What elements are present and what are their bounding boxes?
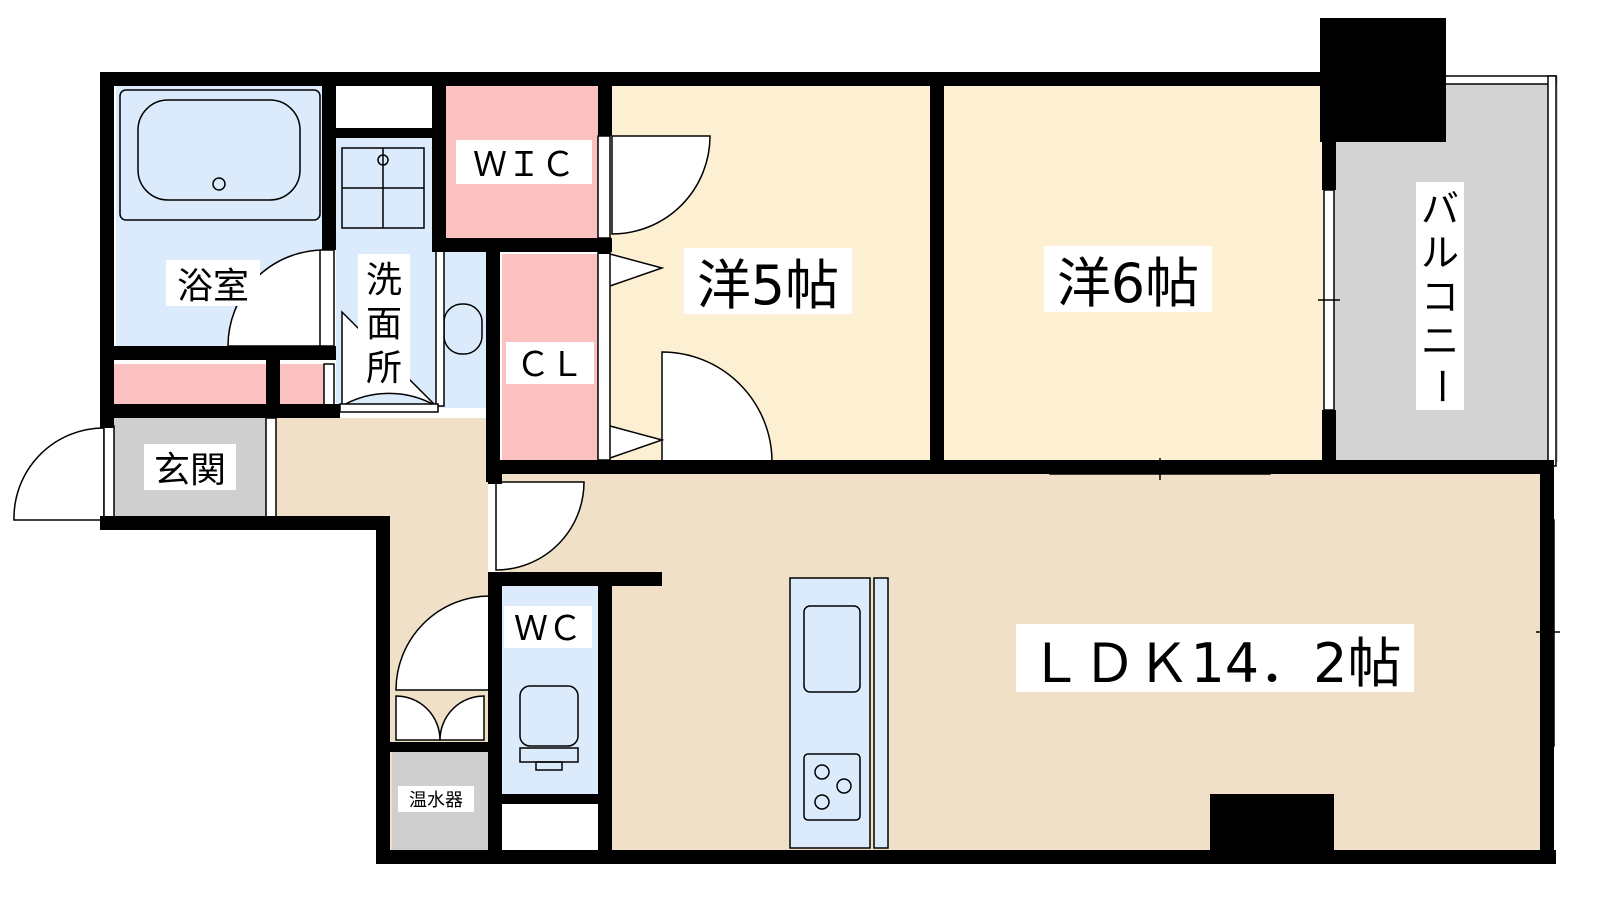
bathtub-inner-icon bbox=[137, 99, 301, 201]
balcony-label: バ ル コ ニ ー bbox=[1416, 182, 1464, 410]
wall-entrance-bottom bbox=[100, 516, 390, 530]
entrance-sash bbox=[103, 425, 115, 519]
svg-text:洋6帖: 洋6帖 bbox=[1057, 252, 1199, 315]
cl-door-top-icon bbox=[609, 253, 665, 287]
wall-wc-top bbox=[488, 572, 662, 586]
walls bbox=[100, 18, 1556, 864]
bath-drain-icon bbox=[212, 177, 226, 191]
bedroom5-door-icon bbox=[661, 351, 773, 463]
svg-text:ー: ー bbox=[1419, 367, 1463, 405]
storage-small-area bbox=[280, 364, 324, 406]
storage-strip-area bbox=[112, 364, 268, 406]
svg-text:バ: バ bbox=[1421, 187, 1459, 231]
wic-door-icon bbox=[611, 135, 711, 235]
washroom-label: 洗 面 所 bbox=[358, 254, 410, 389]
wall-wc-right bbox=[598, 586, 612, 864]
balcony-rail bbox=[1443, 75, 1557, 85]
cl-door-bottom-icon bbox=[609, 425, 665, 459]
washroom-sash bbox=[319, 249, 335, 347]
doors bbox=[13, 135, 773, 741]
bathtub-icon bbox=[119, 89, 321, 221]
bath-label: 浴室 bbox=[166, 260, 260, 307]
svg-text:ＷＩＣ: ＷＩＣ bbox=[473, 145, 575, 185]
wall-bedroom-divider bbox=[930, 72, 944, 472]
wall-wic-bottom bbox=[432, 238, 612, 252]
wall-bottom bbox=[376, 850, 1556, 864]
svg-text:ＬＤＫ14．2帖: ＬＤＫ14．2帖 bbox=[1028, 632, 1401, 695]
kitchen-backsplash bbox=[873, 577, 889, 849]
wall-storage-divider bbox=[266, 360, 280, 418]
wall-top bbox=[100, 72, 1334, 86]
washbasin-area bbox=[440, 250, 486, 408]
wall-cl-bottom-right bbox=[598, 250, 610, 254]
wall-bath-right bbox=[322, 72, 336, 250]
entrance-door-icon bbox=[13, 427, 105, 521]
svg-text:面: 面 bbox=[366, 304, 402, 345]
cl-label: ＣＬ bbox=[506, 342, 594, 385]
wc-door-icon bbox=[395, 595, 491, 691]
bedroom-5-label: 洋5帖 bbox=[684, 248, 852, 317]
wall-wc-left bbox=[488, 572, 502, 864]
column-bottom bbox=[1210, 794, 1334, 854]
wall-storage-bottom bbox=[100, 404, 340, 418]
stove-icon bbox=[803, 753, 861, 821]
svg-text:温水器: 温水器 bbox=[409, 790, 463, 811]
wc-label: ＷＣ bbox=[504, 606, 592, 649]
wall-bath-bottom bbox=[100, 346, 336, 360]
kitchen-sink-icon bbox=[803, 605, 861, 693]
wic-sash bbox=[597, 135, 611, 239]
wc-storage-area bbox=[500, 804, 600, 850]
ldk-label: ＬＤＫ14．2帖 bbox=[1016, 624, 1414, 695]
svg-text:洗: 洗 bbox=[366, 260, 402, 301]
wall-cl-left bbox=[486, 252, 500, 482]
water-heater-label: 温水器 bbox=[398, 786, 474, 812]
heater-door-right-icon bbox=[439, 695, 485, 741]
wall-bedroom6-right-top bbox=[1322, 72, 1336, 190]
svg-text:浴室: 浴室 bbox=[177, 266, 249, 307]
utility-top-area bbox=[336, 86, 432, 130]
toilet-icon bbox=[519, 685, 579, 747]
labels: 浴室 洗 面 所 ＷＩＣ ＣＬ 洋5帖 洋6帖 バ ル コ ニ bbox=[144, 140, 1464, 812]
svg-text:所: 所 bbox=[366, 348, 402, 389]
wall-wic-right-top bbox=[598, 72, 612, 136]
bedroom-6-label: 洋6帖 bbox=[1044, 246, 1212, 315]
svg-text:コ: コ bbox=[1421, 275, 1459, 319]
wall-bedroom-bottom bbox=[488, 460, 1554, 474]
wall-wic-left bbox=[432, 72, 446, 252]
column-top-right bbox=[1320, 18, 1446, 142]
svg-text:洋5帖: 洋5帖 bbox=[697, 254, 839, 317]
entrance-label: 玄関 bbox=[144, 444, 236, 491]
cl-sash bbox=[597, 251, 611, 461]
wall-utility-bottom bbox=[322, 128, 436, 138]
hall-door-icon bbox=[495, 481, 585, 571]
svg-text:玄関: 玄関 bbox=[154, 450, 226, 491]
wall-bedroom6-right-bottom bbox=[1322, 410, 1336, 472]
wall-heater-top bbox=[388, 742, 488, 752]
wall-right bbox=[1540, 462, 1554, 864]
svg-text:ＷＣ: ＷＣ bbox=[514, 609, 582, 649]
svg-text:ル: ル bbox=[1421, 231, 1459, 275]
wall-left-upper bbox=[100, 72, 114, 428]
fixtures bbox=[119, 89, 889, 849]
wall-wc-left-upper bbox=[488, 474, 502, 484]
kitchen-counter bbox=[789, 577, 871, 849]
wall-wc-bottom bbox=[500, 794, 600, 804]
wall-hall-left bbox=[376, 516, 390, 864]
svg-text:ニ: ニ bbox=[1421, 319, 1459, 363]
wic-label: ＷＩＣ bbox=[456, 140, 592, 185]
svg-text:ＣＬ: ＣＬ bbox=[516, 345, 584, 385]
